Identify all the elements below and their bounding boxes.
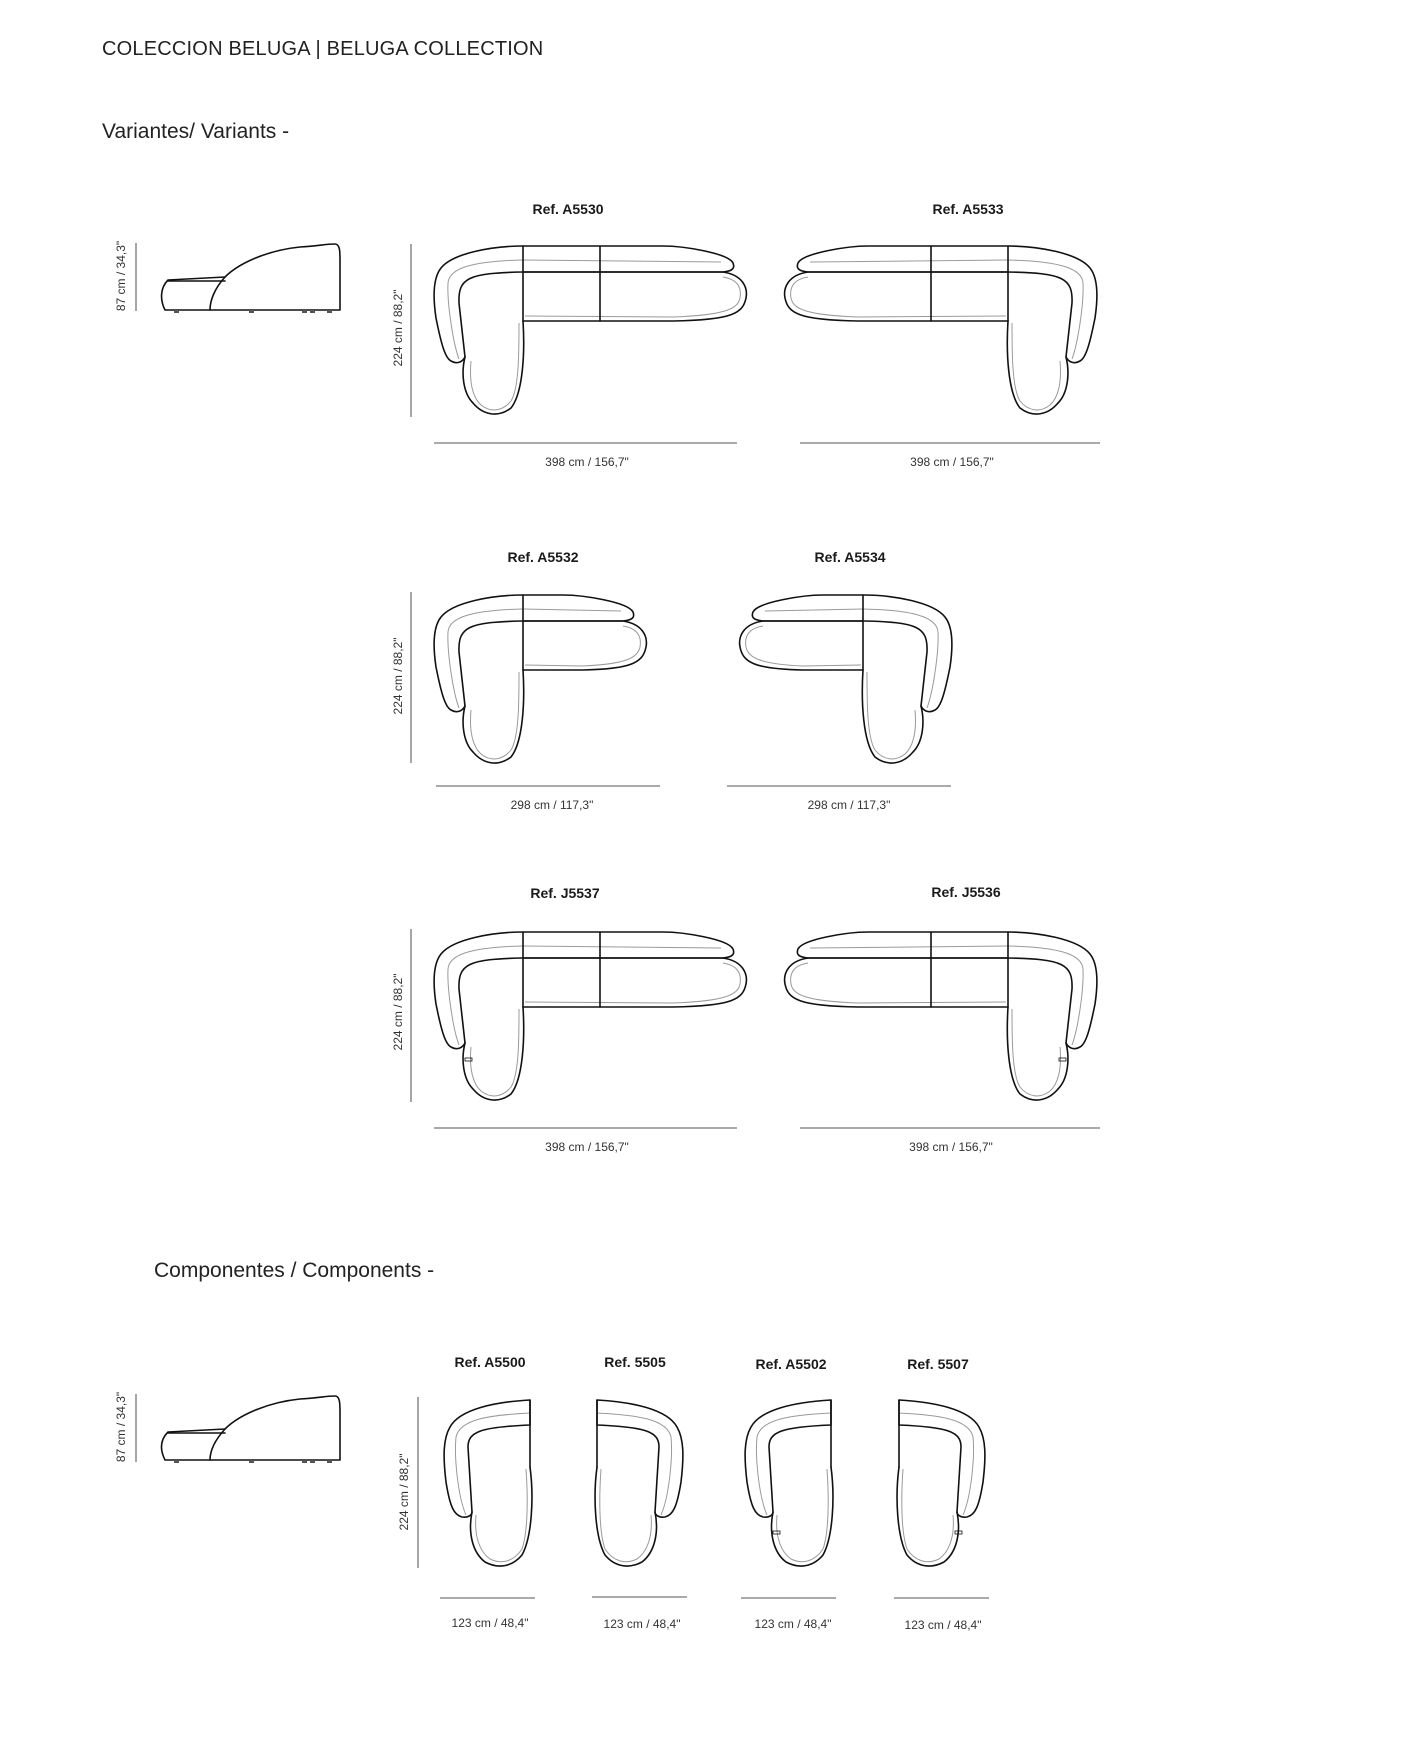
variant-ref: Ref. J5536 [931,884,1001,900]
component-plan-drawing [592,1399,687,1598]
depth-label: 224 cm / 88,2" [391,637,405,715]
width-label: 123 cm / 48,4" [603,1617,681,1631]
side-height-label: 87 cm / 34,3" [114,240,128,312]
width-label: 123 cm / 48,4" [754,1617,832,1631]
width-label: 398 cm / 156,7" [545,455,629,469]
width-label: 298 cm / 117,3" [510,798,594,812]
sofa-plan-drawing [410,244,748,444]
component-plan-drawing [440,1399,535,1599]
component-plan-drawing [741,1399,836,1599]
side-view-drawing [135,1394,341,1463]
width-label: 123 cm / 48,4" [904,1618,982,1632]
component-ref: Ref. 5507 [907,1356,969,1372]
width-label: 398 cm / 156,7" [910,455,994,469]
component-ref: Ref. A5502 [755,1356,827,1372]
variant-ref: Ref. A5532 [507,549,579,565]
width-label: 298 cm / 117,3" [807,798,891,812]
side-height-label: 87 cm / 34,3" [114,1391,128,1463]
depth-label: 224 cm / 88,2" [391,973,405,1051]
component-ref: Ref. A5500 [454,1354,526,1370]
sofa-plan-drawing [783,931,1100,1129]
sofa-plan-drawing [410,592,660,787]
width-label: 398 cm / 156,7" [545,1140,629,1154]
component-plan-drawing [894,1399,989,1599]
width-label: 123 cm / 48,4" [451,1616,529,1630]
document-title: COLECCION BELUGA | BELUGA COLLECTION [102,38,544,60]
sofa-plan-drawing [410,929,748,1129]
sofa-plan-drawing [727,594,953,787]
variant-ref: Ref. A5530 [532,201,604,217]
width-label: 398 cm / 156,7" [909,1140,993,1154]
variants-heading: Variantes/ Variants - [102,120,290,143]
component-ref: Ref. 5505 [604,1354,666,1370]
components-depth-line [417,1397,419,1568]
variant-ref: Ref. A5533 [932,201,1004,217]
components-depth-label: 224 cm / 88,2" [397,1453,411,1531]
depth-label: 224 cm / 88,2" [391,289,405,367]
components-heading: Componentes / Components - [154,1259,435,1282]
variant-ref: Ref. A5534 [814,549,886,565]
side-view-drawing [135,243,341,313]
variant-ref: Ref. J5537 [530,885,600,901]
sofa-plan-drawing [783,245,1100,444]
